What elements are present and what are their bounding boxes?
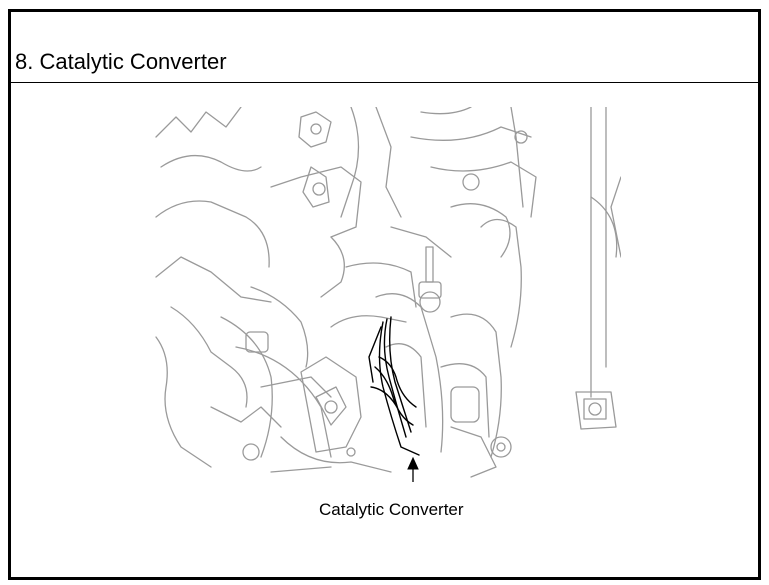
figure-frame: 8. Catalytic Converter [8, 9, 761, 580]
title-bar: 8. Catalytic Converter [11, 12, 758, 83]
engine-bay-illustration [155, 107, 621, 482]
callout-label-catalytic-converter: Catalytic Converter [319, 500, 464, 519]
section-title: 8. Catalytic Converter [15, 49, 227, 74]
